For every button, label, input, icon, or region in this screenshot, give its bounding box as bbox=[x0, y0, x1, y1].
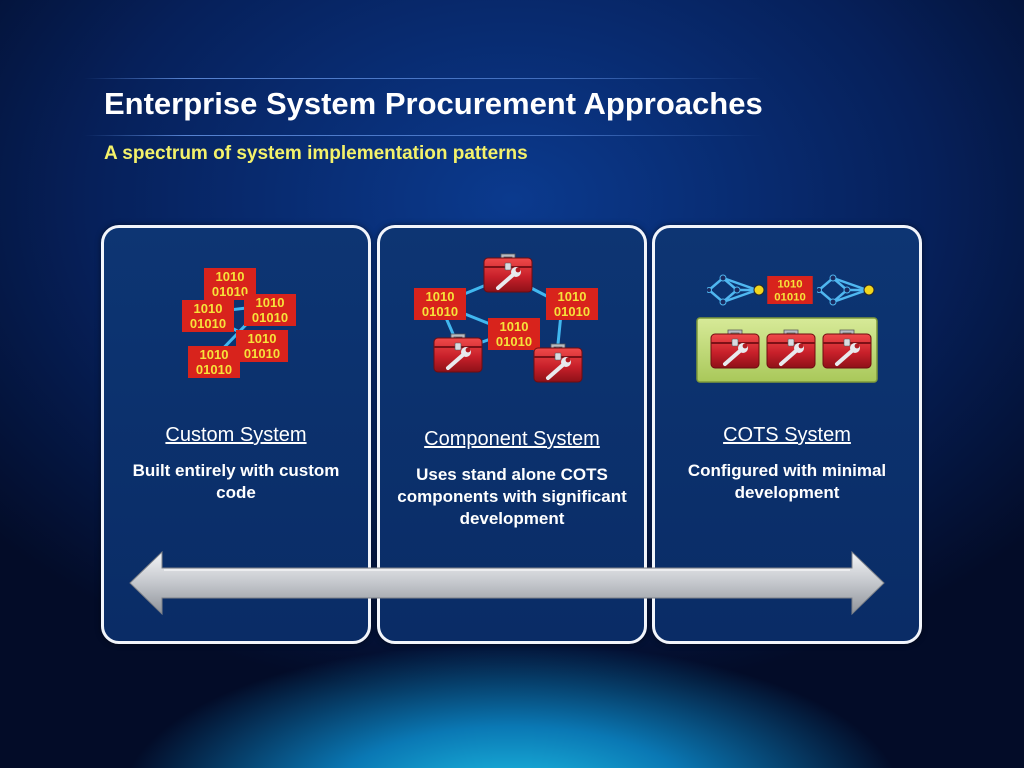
toolbox-icon bbox=[821, 328, 873, 370]
toolbox-icon bbox=[432, 332, 484, 374]
panel-description: Built entirely with custom code bbox=[132, 461, 340, 502]
binary-code-icon bbox=[546, 288, 598, 320]
toolbox-icon bbox=[482, 252, 534, 294]
panel-description: Uses stand alone COTS components with si… bbox=[397, 465, 627, 528]
network-node-icon bbox=[817, 274, 876, 306]
component-system-illustration bbox=[414, 252, 598, 384]
binary-code-icon bbox=[488, 318, 540, 350]
panel-heading: COTS System bbox=[723, 424, 851, 446]
slide-title: Enterprise System Procurement Approaches bbox=[104, 86, 763, 121]
custom-system-illustration bbox=[182, 268, 296, 378]
spectrum-double-arrow bbox=[129, 550, 885, 616]
title-rule-top bbox=[84, 78, 764, 79]
binary-code-icon bbox=[414, 288, 466, 320]
panel-heading: Component System bbox=[424, 428, 600, 450]
toolbox-icon bbox=[709, 328, 761, 370]
toolbox-icon bbox=[765, 328, 817, 370]
panel-description: Configured with minimal development bbox=[687, 461, 887, 502]
cots-system-illustration bbox=[696, 274, 878, 383]
binary-code-icon bbox=[236, 330, 288, 362]
network-node-icon bbox=[707, 274, 766, 306]
panel-heading: Custom System bbox=[165, 424, 307, 446]
binary-code-icon bbox=[244, 294, 296, 326]
toolbox-icon bbox=[532, 342, 584, 384]
slide-subtitle: A spectrum of system implementation patt… bbox=[104, 143, 528, 164]
title-rule-bottom bbox=[84, 135, 764, 136]
binary-code-icon bbox=[182, 300, 234, 332]
binary-code-icon bbox=[188, 346, 240, 378]
double-arrow-icon bbox=[129, 550, 885, 616]
binary-code-icon bbox=[767, 276, 813, 304]
